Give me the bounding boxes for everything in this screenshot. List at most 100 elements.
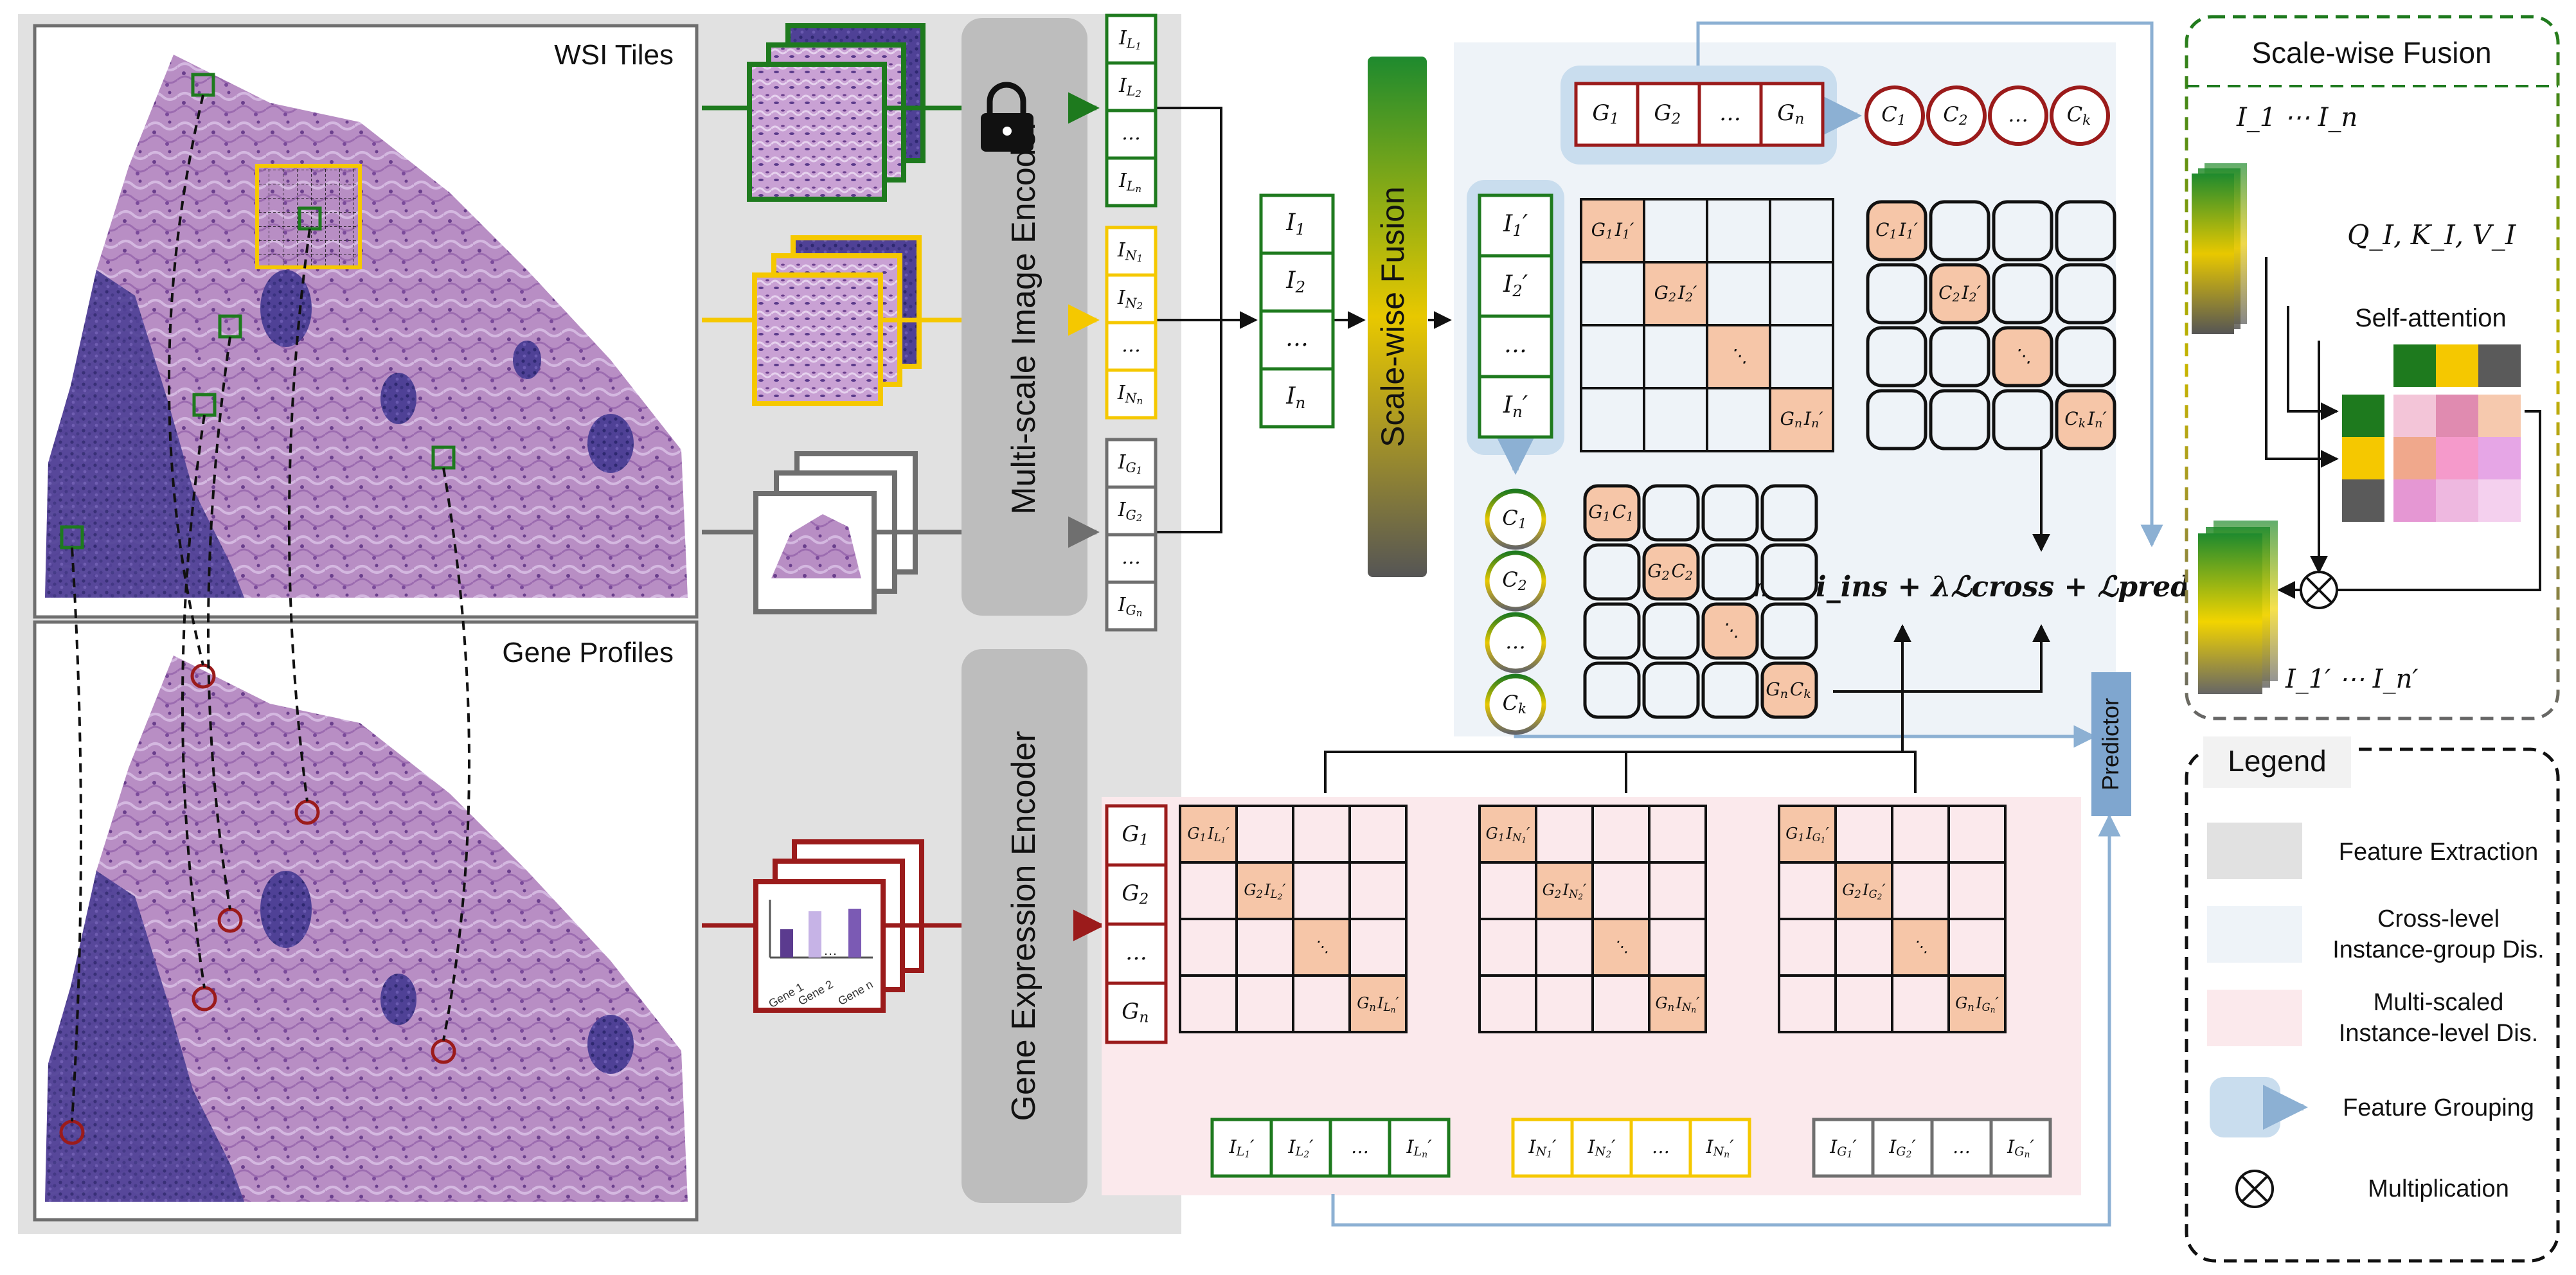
- green-patch-stack: [747, 23, 926, 202]
- N-scale-stack-token-2: …: [1122, 334, 1141, 357]
- I-prime-stack: I1′I2′…In′: [1478, 193, 1553, 439]
- GI-matrix-cell-0-1: [1643, 198, 1708, 263]
- G-scale-stack-token-1: IG2: [1118, 499, 1145, 524]
- GI-matrix-cell-2-0: [1580, 324, 1645, 389]
- GI-matrix-cell-3-0: [1580, 387, 1645, 452]
- GIG-matrix-cell-3-2: [1891, 974, 1950, 1033]
- L-scale-stack-token-3: ILn: [1118, 170, 1143, 195]
- GC-matrix-cell-0-2: [1701, 484, 1759, 542]
- fusion-panel-title: Scale-wise Fusion: [2251, 36, 2491, 69]
- GC-matrix-diag-0: G1 C1: [1588, 501, 1636, 524]
- GC-matrix-cell-1-1: [1642, 543, 1700, 601]
- fusion-input-label: I_1 ⋯ I_n: [2236, 103, 2357, 132]
- GIL-matrix-cell-1-0: [1179, 861, 1238, 920]
- CI-matrix-cell-3-1: [1929, 389, 1990, 450]
- lock-icon: [981, 82, 1033, 152]
- G-scale-stack-token-2: …: [1122, 546, 1141, 569]
- bottom-G-row: IG1′IG2′…IGn′: [1812, 1118, 2052, 1178]
- bottom-L-row: IL1′IL2′…ILn′: [1210, 1118, 1451, 1178]
- CI-matrix-cell-3-2: [1992, 389, 2053, 450]
- bottom-L-row-cell-3: [1388, 1118, 1451, 1178]
- GI-matrix-cell-1-1: [1643, 261, 1708, 326]
- bottom-G-row-cell-2: [1930, 1118, 1993, 1178]
- legend-label-3b: Instance-level Dis.: [2339, 1020, 2538, 1047]
- L-scale-stack-token-0: IL1: [1118, 27, 1143, 52]
- GC-matrix-cell-3-0: [1583, 661, 1641, 719]
- CI-matrix-diag-2: ⋱: [2014, 345, 2032, 366]
- GC-matrix-cell-1-0: [1583, 543, 1641, 601]
- gene-left-stack-token-0: G1: [1122, 821, 1150, 849]
- GI-matrix-cell-2-2: [1706, 324, 1771, 389]
- gene-left-stack-token-3: Gn: [1122, 999, 1150, 1026]
- N-scale-stack-token-1: IN2: [1117, 287, 1145, 312]
- G-scale-stack: IG1 IG2 …IGn: [1105, 438, 1158, 632]
- gene-left-stack-cell-2: [1105, 922, 1168, 985]
- gene-profiles-panel: Gene Profiles: [33, 620, 699, 1222]
- bottom-N-row-cell-1: [1570, 1118, 1633, 1178]
- CI-matrix-cell-2-0: [1866, 326, 1928, 388]
- GIN-matrix-cell-3-3: [1648, 974, 1707, 1033]
- bottom-G-row-token-1: IG2′: [1888, 1136, 1916, 1161]
- GIN-matrix-diag-0: G1 IN1′: [1486, 825, 1530, 845]
- G-scale-stack-token-0: IG1: [1118, 451, 1145, 476]
- C-top-row-node-2: [1988, 85, 2048, 146]
- legend-label-1: Feature Extraction: [2339, 839, 2538, 866]
- GI-matrix-cell-3-3: [1769, 387, 1834, 452]
- GIL-matrix-cell-1-1: [1235, 861, 1294, 920]
- CI-matrix-cell-2-1: [1929, 326, 1990, 388]
- GIN-matrix-diag-2: ⋱: [1613, 938, 1629, 956]
- GI-matrix-diag-0: G1 I1′: [1591, 219, 1634, 242]
- GC-matrix: G1 C1 G2 C2 ⋱Gn Ck: [1583, 484, 1818, 719]
- GIN-matrix-cell-1-0: [1478, 861, 1537, 920]
- L-scale-stack-cell-3: [1105, 156, 1158, 208]
- N-scale-stack-token-3: INn: [1117, 382, 1145, 407]
- GIL-matrix-cell-0-3: [1348, 805, 1408, 864]
- CI-matrix-cell-1-1: [1929, 263, 1990, 325]
- I-stack-token-1: I2: [1285, 267, 1307, 296]
- wsi-tiles-label: WSI Tiles: [554, 39, 674, 71]
- C-cluster-column-node-2: [1485, 612, 1546, 673]
- GC-matrix-diag-1: G2 C2: [1647, 560, 1695, 584]
- GC-matrix-cell-1-2: [1701, 543, 1759, 601]
- bottom-N-row-token-1: IN2′: [1588, 1136, 1616, 1161]
- GIN-matrix-cell-2-3: [1648, 918, 1707, 977]
- GC-matrix-cell-2-3: [1760, 602, 1818, 660]
- GIL-matrix-cell-0-2: [1292, 805, 1351, 864]
- I-prime-stack-token-2: …: [1504, 332, 1527, 358]
- C-cluster-column-node-3: [1485, 673, 1546, 735]
- G-scale-stack-cell-2: [1105, 533, 1158, 584]
- predictor-block[interactable]: Predictor: [2091, 672, 2131, 816]
- yellow-patch-stack: [752, 235, 922, 406]
- gene-encoder-block: Gene Expression Encoder: [962, 649, 1087, 1203]
- token-and-matrix-content: IL1 IL2 …ILn IN1 IN2 …INn IG1 IG2 …IGn I…: [1105, 13, 2116, 1178]
- CI-matrix: C1 I1′C2 I2′⋱Ck In′: [1866, 200, 2116, 450]
- GI-matrix-cell-2-3: [1769, 324, 1834, 389]
- GIL-matrix-cell-3-3: [1348, 974, 1408, 1033]
- GIN-matrix-cell-1-1: [1535, 861, 1594, 920]
- GIG-matrix-diag-1: G2 IG2′: [1842, 881, 1886, 902]
- bottom-N-row-token-0: IN1′: [1528, 1136, 1557, 1161]
- GIG-matrix-cell-0-2: [1891, 805, 1950, 864]
- GI-matrix-cell-0-3: [1769, 198, 1834, 263]
- CI-matrix-cell-1-0: [1866, 263, 1928, 325]
- fusion-output-label: I_1′ ⋯ I_n′: [2285, 664, 2418, 694]
- I-prime-stack-token-0: I1′: [1503, 211, 1528, 240]
- gene-left-stack-cell-3: [1105, 981, 1168, 1044]
- bottom-N-row-cell-3: [1688, 1118, 1751, 1178]
- C-cluster-column: C1 C2 …Ck: [1485, 488, 1546, 735]
- bottom-L-row-token-3: ILn′: [1406, 1136, 1432, 1161]
- GIL-matrix-cell-3-2: [1292, 974, 1351, 1033]
- legend-swatch-feature-extraction: [2207, 823, 2302, 879]
- N-scale-stack-cell-3: [1105, 368, 1158, 420]
- GIL-matrix-cell-3-1: [1235, 974, 1294, 1033]
- GIL-matrix-diag-3: Gn ILn′: [1357, 994, 1399, 1015]
- bottom-L-row-cell-2: [1328, 1118, 1391, 1178]
- G-top-row-token-0: G1: [1592, 100, 1621, 128]
- GC-matrix-cell-0-3: [1760, 484, 1818, 542]
- GC-matrix-cell-2-2: [1701, 602, 1759, 660]
- bottom-G-row-cell-1: [1871, 1118, 1934, 1178]
- GIL-matrix-cell-3-0: [1179, 974, 1238, 1033]
- GIN-matrix-cell-0-2: [1591, 805, 1650, 864]
- G-top-row: G1 G2 …Gn: [1574, 82, 1825, 147]
- C-top-row-node-1: [1926, 85, 1987, 146]
